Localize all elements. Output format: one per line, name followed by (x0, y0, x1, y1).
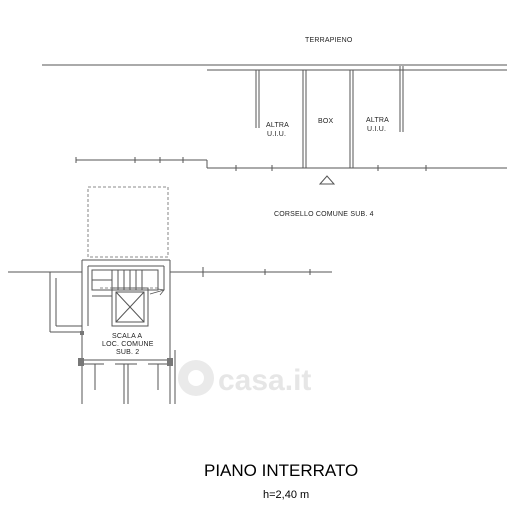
label-box: BOX (318, 118, 334, 125)
label-scala-3: SUB. 2 (116, 349, 139, 356)
height-note: h=2,40 m (263, 489, 309, 501)
stair-arrow-icon (149, 288, 165, 296)
entry-arrow-icon (318, 175, 336, 185)
label-scala-2: LOC. COMUNE (102, 341, 154, 348)
label-altra-left-2: U.I.U. (267, 131, 286, 138)
watermark-text: casa.it (218, 364, 311, 397)
label-altra-right-2: U.I.U. (367, 126, 386, 133)
label-terrapieno: TERRAPIENO (305, 37, 353, 44)
page-title: PIANO INTERRATO (204, 461, 358, 480)
label-scala-1: SCALA A (112, 333, 142, 340)
walls (8, 64, 507, 404)
label-altra-left-1: ALTRA (266, 122, 289, 129)
dashed-outline (87, 186, 169, 289)
watermark: casa.it (178, 360, 311, 397)
pillars (78, 331, 173, 366)
label-altra-right-1: ALTRA (366, 117, 389, 124)
label-corsello: CORSELLO COMUNE SUB. 4 (274, 211, 374, 218)
